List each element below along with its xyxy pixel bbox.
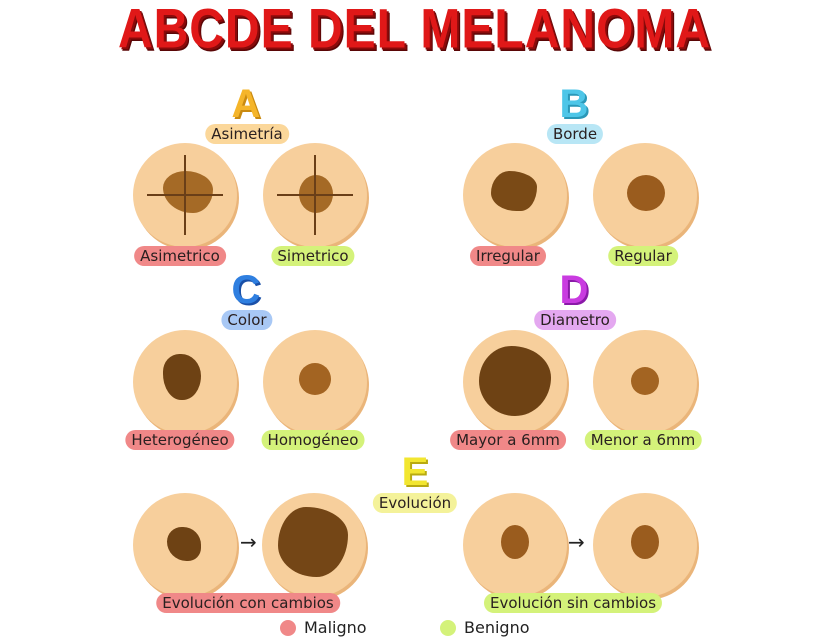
mole-small — [631, 367, 659, 395]
arrow-icon: → — [240, 530, 257, 554]
mole-regular — [627, 175, 665, 211]
label-evolucion-sin-cambios: Evolución sin cambios — [483, 593, 663, 613]
skin-disc-evolucion-sin-antes — [463, 493, 567, 597]
mole-stable-before — [501, 525, 529, 559]
label-homogeneo: Homogéneo — [261, 430, 365, 450]
mole-irregular — [491, 171, 537, 211]
skin-disc-mayor — [463, 330, 567, 434]
label-simetrico: Simetrico — [271, 246, 355, 266]
letter-e: E — [401, 450, 429, 494]
axis-vertical — [314, 155, 316, 235]
section-label-asimetria: Asimetría — [205, 124, 289, 144]
skin-disc-asimetrico — [133, 143, 237, 247]
skin-disc-evolucion-sin-despues — [593, 493, 697, 597]
legend-maligno-dot — [280, 620, 296, 636]
skin-disc-evolucion-con-despues — [262, 493, 366, 597]
skin-disc-simetrico — [263, 143, 367, 247]
label-regular: Regular — [608, 246, 678, 266]
skin-disc-irregular — [463, 143, 567, 247]
label-mayor-6mm: Mayor a 6mm — [450, 430, 566, 450]
section-label-color: Color — [221, 310, 273, 330]
page-title: ABCDE DEL MELANOMA — [117, 0, 712, 60]
mole-homogeneous — [299, 363, 331, 395]
letter-d: D — [559, 268, 589, 312]
label-irregular: Irregular — [470, 246, 546, 266]
label-heterogeneo: Heterogéneo — [125, 430, 235, 450]
section-label-borde: Borde — [546, 124, 604, 144]
mole-stable-after — [631, 525, 659, 559]
legend-maligno-label: Maligno — [304, 618, 367, 637]
mole-before-change — [167, 527, 201, 561]
legend-benigno-label: Benigno — [464, 618, 530, 637]
section-label-evolucion: Evolución — [372, 493, 458, 513]
letter-a: A — [231, 82, 261, 126]
skin-disc-menor — [593, 330, 697, 434]
skin-disc-heterogeneo — [133, 330, 237, 434]
section-label-diametro: Diametro — [534, 310, 616, 330]
mole-heterogeneous — [163, 354, 201, 400]
label-asimetrico: Asimetrico — [134, 246, 226, 266]
skin-disc-homogeneo — [263, 330, 367, 434]
legend-benigno-dot — [440, 620, 456, 636]
skin-disc-evolucion-con-antes — [133, 493, 237, 597]
mole-large — [479, 346, 551, 416]
skin-disc-regular — [593, 143, 697, 247]
axis-vertical — [184, 155, 186, 235]
arrow-icon: → — [568, 530, 585, 554]
letter-b: B — [559, 82, 589, 126]
label-evolucion-con-cambios: Evolución con cambios — [156, 593, 340, 613]
label-menor-6mm: Menor a 6mm — [584, 430, 702, 450]
mole-after-change — [278, 507, 348, 577]
mole-asymmetric — [163, 171, 213, 213]
letter-c: C — [231, 268, 261, 312]
